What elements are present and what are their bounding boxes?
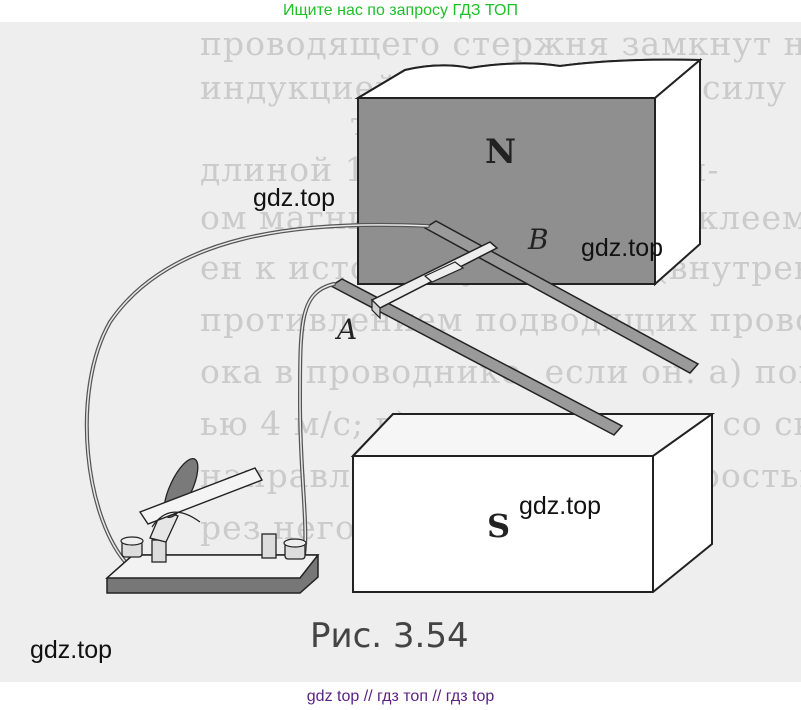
watermark: gdz.top (30, 636, 113, 664)
textbook-figure: проводящего стержня замкнут на индукцией… (0, 22, 801, 682)
watermark: gdz.top (519, 492, 602, 520)
top-banner[interactable]: Ищите нас по запросу ГДЗ ТОП (283, 2, 518, 19)
background-text-line: проводящего стержня замкнут на (200, 24, 801, 63)
knife-switch (105, 457, 320, 594)
point-a-label: A (337, 313, 358, 346)
sliding-conductor (370, 241, 499, 320)
figure-caption: Рис. 3.54 (310, 616, 469, 656)
watermark: gdz.top (253, 184, 336, 212)
connecting-wires (84, 222, 430, 572)
north-pole-label: N (485, 132, 517, 172)
north-magnet (354, 57, 703, 287)
south-pole-label: S (487, 507, 511, 545)
point-b-label: B (528, 223, 549, 256)
south-magnet (350, 413, 716, 593)
apparatus-drawing (84, 57, 716, 594)
footer-links[interactable]: gdz top // гдз топ // гдз top (306, 688, 495, 705)
watermark: gdz.top (581, 234, 664, 262)
rails (329, 220, 700, 436)
